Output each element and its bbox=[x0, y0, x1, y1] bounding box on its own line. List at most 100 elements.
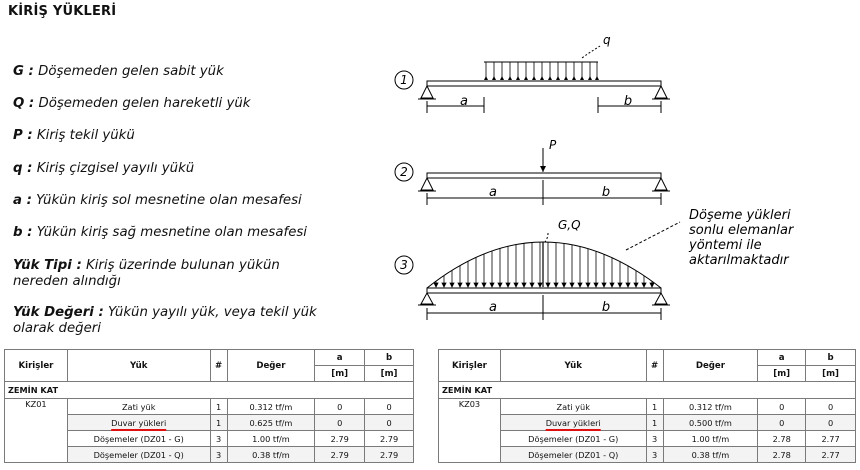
load-value: 0.312 tf/m bbox=[662, 398, 759, 415]
dim-a: a bbox=[489, 185, 497, 200]
load-arrow-head bbox=[513, 282, 519, 288]
load-type-highlighted: Duvar yükleri bbox=[545, 417, 601, 428]
load-num: 1 bbox=[209, 398, 228, 415]
load-num: 1 bbox=[645, 414, 664, 431]
load-b: 2.77 bbox=[805, 430, 856, 447]
load-arrow-head bbox=[465, 282, 471, 288]
load-arrow-head bbox=[617, 282, 623, 288]
label-P: P bbox=[549, 138, 557, 152]
col-yuk: Yük bbox=[66, 349, 211, 382]
load-a: 0 bbox=[757, 414, 807, 431]
dim-a: a bbox=[460, 94, 468, 109]
note-line-2: sonlu elemanlar bbox=[689, 223, 795, 238]
col-deger: Değer bbox=[226, 349, 316, 382]
definition-a: a : Yükün kiriş sol mesnetine olan mesaf… bbox=[13, 193, 353, 209]
col-kirisler: Kirişler bbox=[438, 349, 501, 382]
load-value: 0.38 tf/m bbox=[226, 446, 316, 463]
load-num: 1 bbox=[209, 414, 228, 431]
load-type: Duvar yükleri bbox=[66, 414, 211, 431]
load-a: 2.78 bbox=[757, 430, 807, 447]
col-b-unit: [m] bbox=[364, 365, 414, 382]
load-arrow-head bbox=[561, 282, 567, 288]
definition-q: q : Kiriş çizgisel yayılı yükü bbox=[13, 161, 353, 177]
dim-b: b bbox=[602, 300, 610, 315]
page-title: KİRİŞ YÜKLERİ bbox=[8, 4, 117, 19]
section-title: ZEMİN KAT bbox=[4, 381, 414, 399]
load-a: 0 bbox=[314, 414, 366, 431]
load-type: Zati yük bbox=[66, 398, 211, 415]
load-arrow-head bbox=[529, 282, 535, 288]
load-num: 3 bbox=[645, 446, 664, 463]
table-row: Duvar yükleri 1 0.500 tf/m 0 0 bbox=[439, 414, 856, 431]
definition-text: Yükün yayılı yük, veya tekil yük olarak … bbox=[13, 305, 317, 336]
load-b: 0 bbox=[364, 398, 414, 415]
col-num: # bbox=[645, 349, 664, 382]
load-arrow-head bbox=[609, 282, 615, 288]
col-a-unit: [m] bbox=[757, 365, 807, 382]
load-arrow-head bbox=[649, 282, 655, 288]
definition-b: b : Yükün kiriş sağ mesnetine olan mesaf… bbox=[13, 225, 353, 241]
load-num: 3 bbox=[209, 446, 228, 463]
load-type: Döşemeler (DZ01 - G) bbox=[66, 430, 211, 447]
load-a: 0 bbox=[757, 398, 807, 415]
dim-b: b bbox=[602, 185, 610, 200]
load-arrow-head bbox=[457, 282, 463, 288]
beam-id: KZ03 bbox=[438, 398, 501, 463]
col-b-unit: [m] bbox=[805, 365, 856, 382]
definition-P: P : Kiriş tekil yükü bbox=[13, 128, 353, 144]
definition-Q: Q : Döşemeden gelen hareketli yük bbox=[13, 96, 353, 112]
load-arrow-head bbox=[505, 282, 511, 288]
definition-key: q : bbox=[13, 161, 33, 176]
load-arrow-head bbox=[641, 282, 647, 288]
case-3-number: 3 bbox=[400, 258, 408, 272]
beam-loads-table-1: Kirişler Yük # Değer a b [m] [m] ZEMİN K… bbox=[4, 349, 414, 463]
dim-a: a bbox=[489, 300, 497, 315]
col-yuk: Yük bbox=[499, 349, 647, 382]
load-a: 2.79 bbox=[314, 430, 366, 447]
load-type-highlighted: Duvar yükleri bbox=[111, 417, 167, 428]
load-num: 3 bbox=[645, 430, 664, 447]
support-right bbox=[654, 291, 668, 305]
load-b: 2.79 bbox=[364, 446, 414, 463]
load-arrow-head bbox=[441, 282, 447, 288]
beam bbox=[426, 80, 662, 87]
support-left bbox=[420, 291, 434, 305]
load-type: Döşemeler (DZ01 - Q) bbox=[66, 446, 211, 463]
load-arrow-head bbox=[569, 282, 575, 288]
table-row: KZ01 Zati yük 1 0.312 tf/m 0 0 bbox=[4, 398, 414, 463]
load-arrow-head bbox=[497, 282, 503, 288]
beam-load-diagram: 1 q a bbox=[394, 33, 795, 320]
definition-G: G : Döşemeden gelen sabit yük bbox=[13, 64, 353, 80]
definition-key: Yük Tipi : bbox=[13, 258, 82, 273]
load-arrow-head bbox=[481, 282, 487, 288]
load-arrow-head bbox=[585, 282, 591, 288]
parabolic-load-curve bbox=[426, 241, 662, 289]
beam-loads-table-2: Kirişler Yük # Değer a b [m] [m] ZEMİN K… bbox=[438, 349, 856, 463]
load-a: 2.79 bbox=[314, 446, 366, 463]
definition-text: Döşemeden gelen sabit yük bbox=[33, 64, 224, 79]
load-value: 1.00 tf/m bbox=[662, 430, 759, 447]
load-b: 0 bbox=[805, 398, 856, 415]
support-right bbox=[654, 84, 668, 99]
section-title: ZEMİN KAT bbox=[438, 381, 856, 399]
load-arrow-head bbox=[545, 282, 551, 288]
load-num: 3 bbox=[209, 430, 228, 447]
case-number-circle bbox=[394, 162, 414, 182]
col-b: b bbox=[364, 349, 414, 366]
definition-key: a : bbox=[13, 193, 32, 208]
load-arrow-head bbox=[601, 282, 607, 288]
load-value: 0.625 tf/m bbox=[226, 414, 316, 431]
definition-text: Kiriş tekil yükü bbox=[32, 128, 135, 143]
col-num: # bbox=[209, 349, 228, 382]
note-line-1: Döşeme yükleri bbox=[689, 208, 791, 223]
col-b: b bbox=[805, 349, 856, 366]
col-a: a bbox=[757, 349, 807, 366]
load-type: Döşemeler (DZ01 - Q) bbox=[499, 446, 647, 463]
load-num: 1 bbox=[645, 398, 664, 415]
definition-text: Kiriş çizgisel yayılı yükü bbox=[32, 161, 195, 176]
load-arrow-head bbox=[593, 282, 599, 288]
beam bbox=[426, 287, 662, 294]
definition-yuk-degeri: Yük Değeri : Yükün yayılı yük, veya teki… bbox=[13, 305, 348, 337]
load-b: 0 bbox=[364, 414, 414, 431]
load-b: 0 bbox=[805, 414, 856, 431]
